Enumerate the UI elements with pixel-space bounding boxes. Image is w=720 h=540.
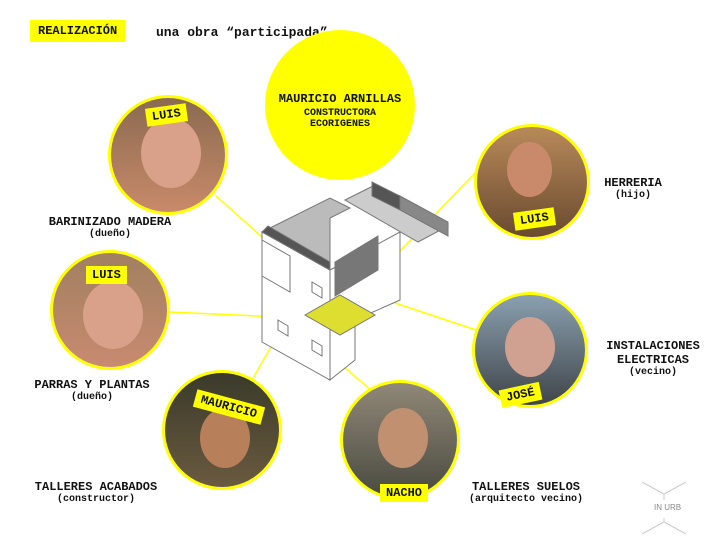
slide-subtitle: una obra “participada” [156, 25, 328, 40]
photo-luis-3 [50, 250, 170, 370]
role-label: TALLERES SUELOS(arquitecto vecino) [468, 480, 584, 505]
photo-mauricio [162, 370, 282, 490]
role-label: BARINIZADO MADERA(dueño) [48, 215, 172, 240]
name-tag: LUIS [86, 266, 127, 284]
photo-nacho [340, 380, 460, 500]
logo-text: IN URB [654, 503, 682, 512]
lead-name: MAURICIO ARNILLAS [278, 92, 402, 106]
connector-line [379, 297, 477, 331]
role-label: PARRAS Y PLANTAS(dueño) [34, 378, 150, 403]
lead-line1: CONSTRUCTORA [303, 108, 376, 119]
role-label: HERRERIA(hijo) [604, 176, 662, 201]
lead-circle: MAURICIO ARNILLAS CONSTRUCTORA ECORIGENE… [265, 30, 415, 180]
role-label: TALLERES ACABADOS(constructor) [34, 480, 158, 505]
name-tag: NACHO [380, 484, 429, 502]
section-title: REALIZACIÓN [30, 20, 126, 42]
house-axonometric [260, 181, 450, 382]
lead-line2: ECORIGENES [309, 119, 370, 130]
